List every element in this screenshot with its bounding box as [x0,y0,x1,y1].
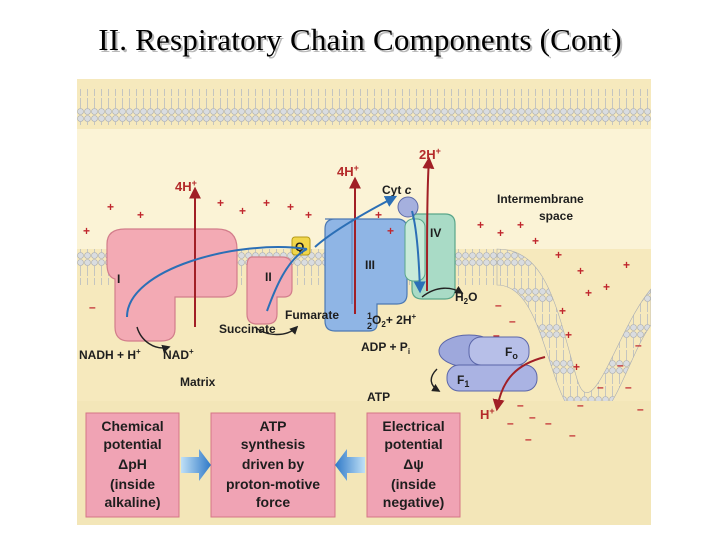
intermembrane-label-1: Intermembrane [497,192,584,206]
succinate-arrow [254,325,299,336]
svg-text:+: + [137,208,144,222]
svg-text:synthesis: synthesis [241,436,306,452]
svg-text:+: + [585,286,592,300]
svg-text:Chemical: Chemical [101,418,163,434]
complex-1-label: I [117,272,120,286]
svg-text:–: – [89,300,96,314]
svg-text:+: + [217,196,224,210]
svg-text:–: – [569,428,576,442]
svg-text:+: + [305,208,312,222]
svg-text:–: – [509,314,516,328]
svg-text:+: + [375,208,382,222]
atp-synthesis-box: ATP synthesis driven by proton-motive fo… [210,412,336,518]
fumarate-label: Fumarate [285,308,339,322]
svg-text:+: + [517,218,524,232]
svg-text:+: + [577,264,584,278]
h4-left-label: 4H+ [175,178,197,194]
svg-text:–: – [617,358,624,372]
svg-text:force: force [256,494,290,510]
svg-text:potential: potential [384,436,442,452]
svg-text:Electrical: Electrical [382,418,444,434]
svg-text:+: + [239,204,246,218]
svg-text:–: – [635,338,642,352]
svg-text:(inside: (inside [391,476,436,492]
respiratory-chain-diagram: I II Q III IV Cyt c Fo F1 4H+ 4H+ 2H+ H+… [77,79,652,525]
proton-arrow-complex4 [422,156,435,292]
svg-text:+: + [83,224,90,238]
h4-mid-label: 4H+ [337,163,359,179]
complex-3-label: III [365,258,375,272]
svg-text:+: + [477,218,484,232]
svg-text:driven by: driven by [242,456,304,472]
complex-4-label: IV [430,226,441,240]
intermembrane-label-2: space [539,209,573,223]
arrow-chemical-to-atp [181,449,211,481]
svg-text:+: + [107,200,114,214]
svg-text:–: – [577,398,584,412]
positive-charges: ++ ++ ++ ++ ++ ++ ++ ++ ++ ++ ++ [83,196,630,374]
svg-text:+: + [623,258,630,272]
electron-path-1 [126,246,308,318]
svg-text:+: + [497,226,504,240]
h2-top-label: 2H+ [419,146,441,162]
fo-label: Fo [505,345,518,361]
electrical-potential-box: Electrical potential Δψ (inside negative… [366,412,461,518]
negative-charges: –– –– –– –– –– –– –– –– [89,298,644,446]
svg-text:+: + [263,196,270,210]
electron-path-2 [266,248,308,312]
svg-text:+: + [603,280,610,294]
svg-text:proton-motive: proton-motive [226,476,320,492]
h2o-label: H2O [455,290,477,306]
svg-text:negative): negative) [383,494,444,510]
nadh-arrow [136,326,171,353]
svg-text:+: + [565,328,572,342]
svg-text:Δψ: Δψ [403,456,424,472]
h-bottom-label: H+ [480,406,495,422]
electron-path-3 [314,195,398,248]
complex-2-label: II [265,270,272,284]
svg-text:+: + [573,360,580,374]
matrix-label: Matrix [180,375,216,389]
q-label: Q [295,240,304,254]
arrow-electrical-to-atp [335,449,365,481]
atp-label: ATP [367,390,390,404]
electron-path-4 [411,210,426,294]
chemical-potential-box: Chemical potential ΔpH (inside alkaline) [85,412,180,518]
nad-label: NAD+ [163,347,194,362]
svg-text:–: – [545,416,552,430]
complex-2 [246,256,293,325]
adp-arrow [430,368,441,392]
svg-text:+: + [559,304,566,318]
svg-text:+: + [555,248,562,262]
water-arrow [421,285,464,298]
cyt-label: Cyt c [382,183,412,197]
svg-text:alkaline): alkaline) [104,494,160,510]
nadh-label: NADH + H+ [79,347,141,362]
svg-text:ΔpH: ΔpH [118,456,147,472]
svg-text:–: – [529,410,536,424]
svg-text:potential: potential [103,436,161,452]
svg-text:+: + [387,224,394,238]
adp-label: ADP + Pi [361,340,410,356]
svg-text:(inside: (inside [110,476,155,492]
proton-arrow-atp [492,356,546,412]
svg-text:–: – [507,416,514,430]
outer-membrane [77,89,651,125]
svg-text:–: – [625,380,632,394]
svg-text:–: – [517,398,524,412]
cytochrome-c [397,196,419,218]
svg-text:–: – [525,432,532,446]
svg-text:+: + [532,234,539,248]
svg-text:–: – [597,380,604,394]
succinate-label: Succinate [219,322,276,336]
svg-text:–: – [637,402,644,416]
svg-text:–: – [493,328,500,342]
svg-text:ATP: ATP [260,418,287,434]
f1-label: F1 [457,373,469,389]
page-title: II. Respiratory Chain Components (Cont) [98,22,622,57]
svg-text:–: – [495,298,502,312]
svg-text:+: + [287,200,294,214]
